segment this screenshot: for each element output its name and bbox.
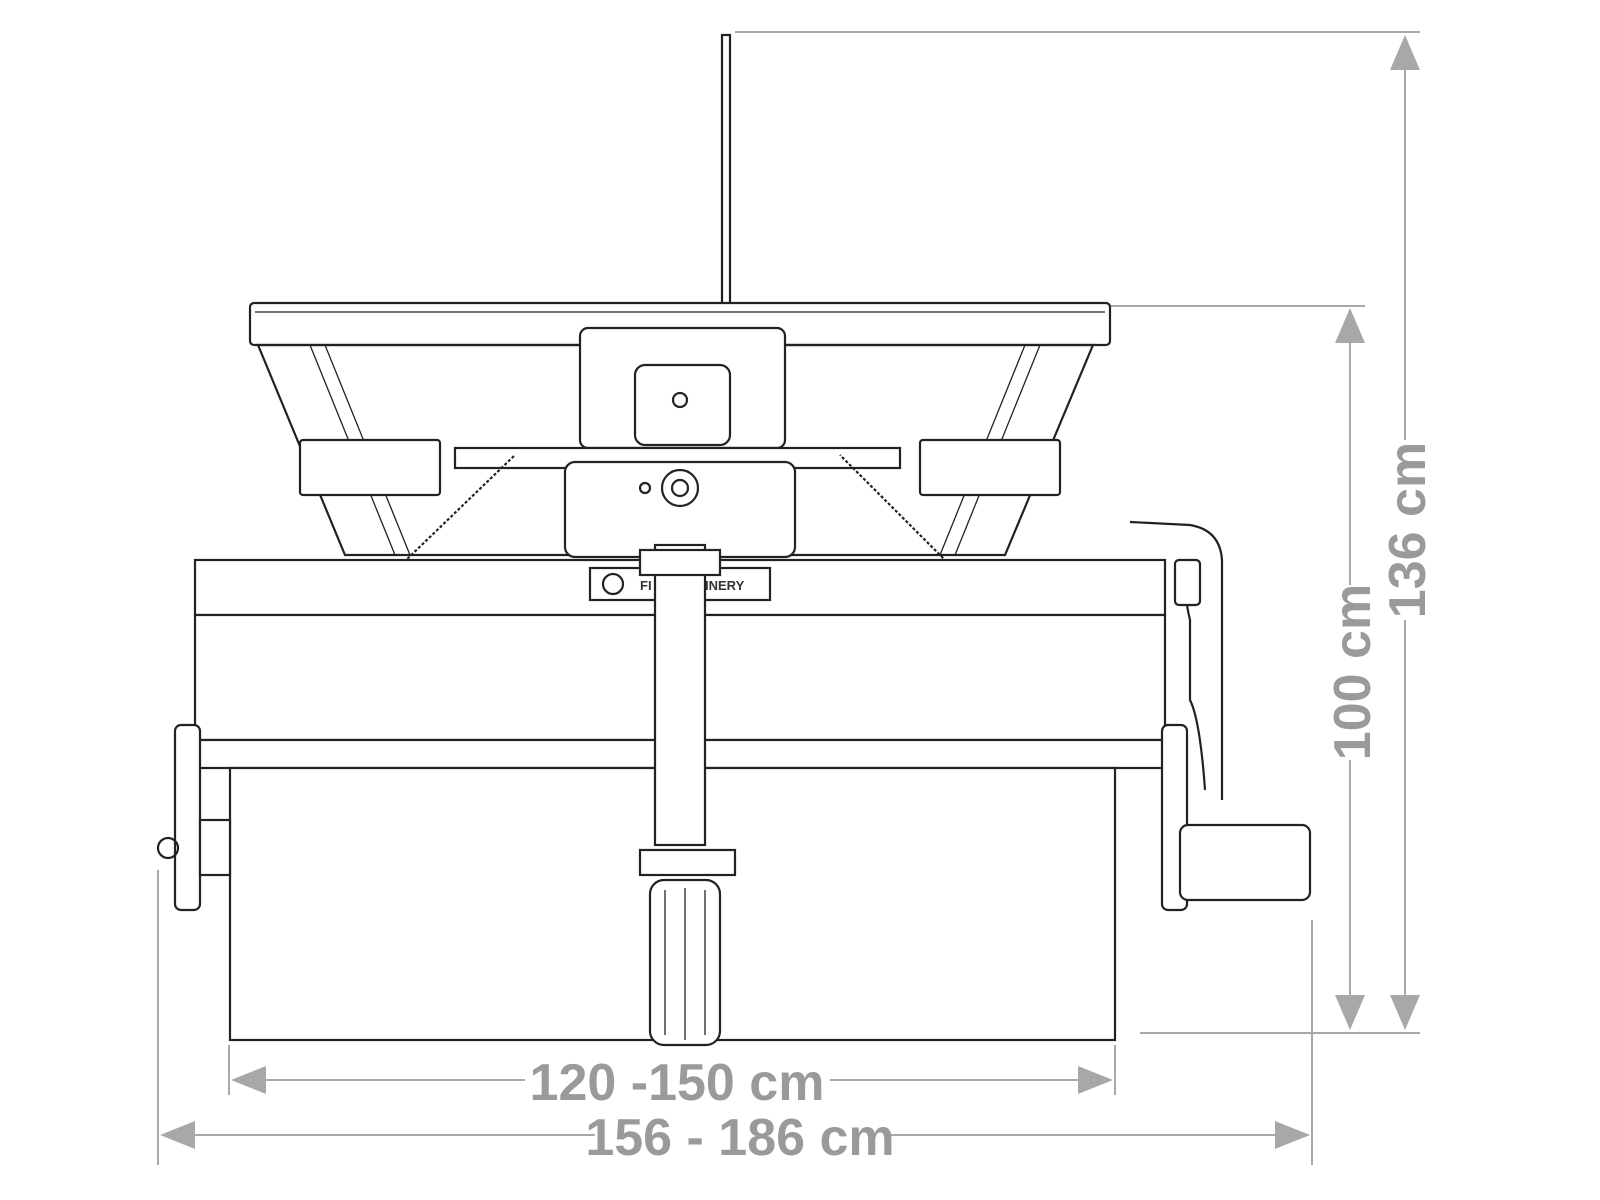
- dimension-total-height: 136 cm: [1379, 442, 1437, 618]
- dimension-total-width: 156 - 186 cm: [585, 1109, 894, 1167]
- svg-text:FI: FI: [640, 578, 652, 593]
- svg-text:INERY: INERY: [705, 578, 745, 593]
- dimension-frame-height: 100 cm: [1324, 584, 1382, 760]
- machine-outline: FI INERY: [156, 33, 1312, 1047]
- dimension-lines: [157, 31, 1420, 1165]
- dimension-working-width: 120 -150 cm: [530, 1054, 825, 1112]
